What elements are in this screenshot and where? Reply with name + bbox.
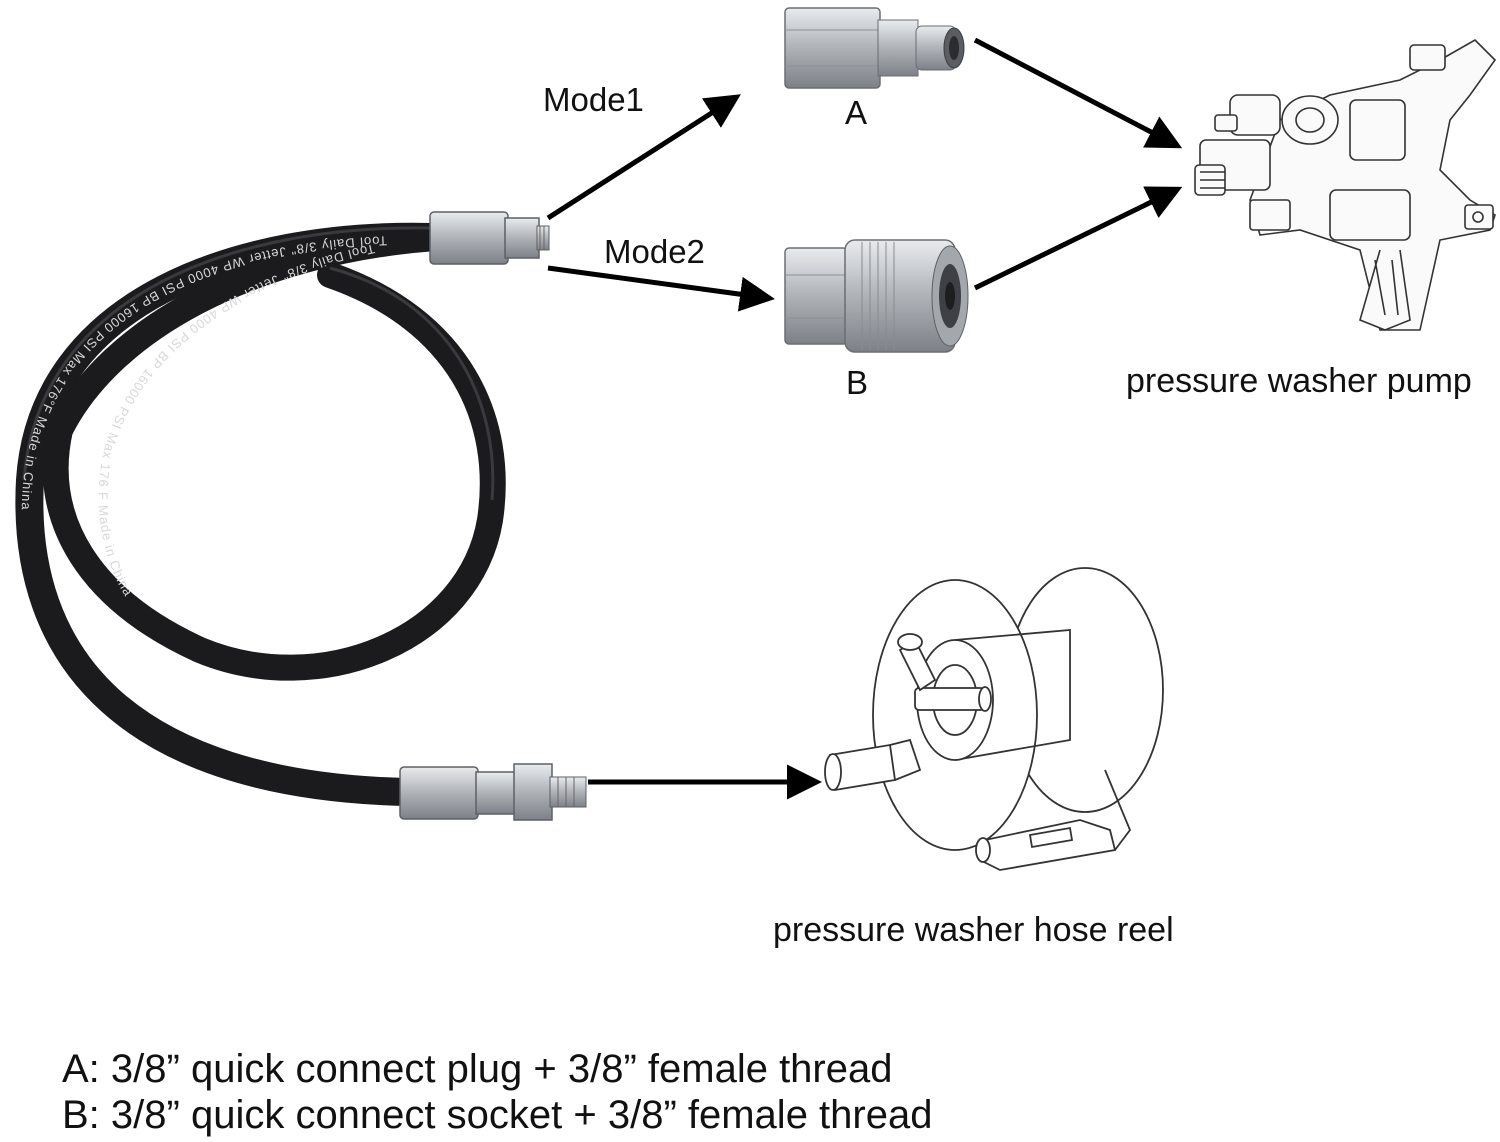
legend-line-a: A: 3/8” quick connect plug + 3/8” female… <box>62 1047 893 1091</box>
label-fitting-a: A <box>845 94 868 131</box>
pump-illustration <box>1194 39 1497 331</box>
hose-outer-loop <box>15 222 446 806</box>
label-hose-reel: pressure washer hose reel <box>773 911 1174 949</box>
hose-bottom-fitting <box>399 763 587 821</box>
legend-line-b: B: 3/8” quick connect socket + 3/8” fema… <box>62 1093 933 1138</box>
label-pump: pressure washer pump <box>1126 362 1472 400</box>
hose-reel-illustration <box>824 567 1164 871</box>
label-fitting-b: B <box>846 364 869 401</box>
fitting-a-plug <box>784 7 965 89</box>
fitting-b-socket <box>784 239 969 353</box>
arrow-mode2 <box>547 265 775 312</box>
arrow-mode1 <box>546 94 741 221</box>
label-mode2: Mode2 <box>604 233 705 270</box>
arrow-b-to-pump <box>973 186 1183 291</box>
arrows <box>546 37 1183 800</box>
label-mode1: Mode1 <box>543 81 644 118</box>
jetter-hose: Tool Daily 3/8" Jetter WP 4000 PSI BP 16… <box>15 222 506 806</box>
arrow-a-to-pump <box>973 37 1183 149</box>
hose-top-fitting <box>429 211 550 265</box>
legend: A: 3/8” quick connect plug + 3/8” female… <box>62 1046 932 1139</box>
